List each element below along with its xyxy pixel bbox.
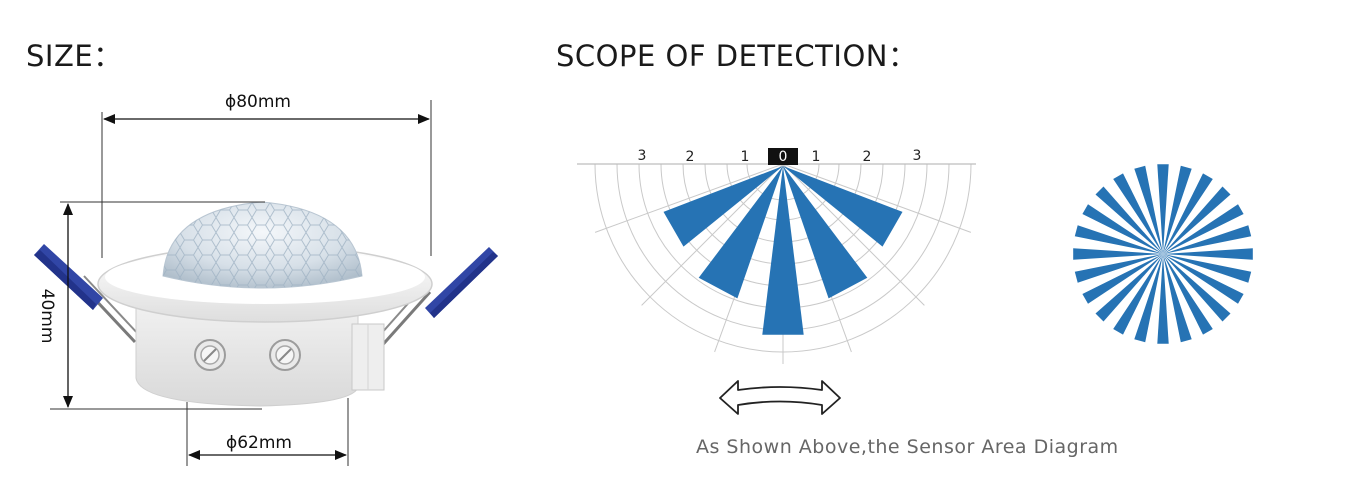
scale-label-right-1: 1 (812, 149, 821, 165)
top-view-beam (1082, 254, 1163, 304)
top-view-beam (1163, 186, 1231, 254)
height-dimension: 40mm (37, 201, 265, 410)
scale-label-left-1: 1 (741, 149, 750, 165)
detection-beam (698, 166, 783, 299)
bottom-diameter-label: ϕ62mm (226, 433, 292, 453)
top-view-beam (1163, 248, 1253, 260)
detection-beam (762, 166, 804, 335)
scale-label-center: 0 (779, 149, 788, 165)
time-adjust-knob (194, 339, 226, 371)
top-view-beam (1163, 165, 1192, 254)
top-diameter-label: ϕ80mm (225, 92, 291, 112)
top-view-beam (1163, 254, 1192, 343)
top-view-beam (1082, 204, 1163, 254)
top-view-beam (1074, 225, 1163, 254)
top-diameter-dimension: ϕ80mm (101, 92, 432, 258)
top-view-beam (1074, 254, 1163, 283)
scale-label-right-3: 3 (913, 148, 922, 164)
top-view-beam (1163, 254, 1244, 304)
top-view-detection-pattern (1073, 164, 1253, 344)
scope-heading: SCOPE OF DETECTION： (556, 39, 918, 73)
scale-label-left-3: 3 (638, 148, 647, 164)
height-label: 40mm (37, 289, 57, 344)
scale-label-right-2: 2 (863, 149, 872, 165)
top-view-beam (1163, 254, 1213, 335)
detection-beam (663, 166, 783, 247)
rotate-double-arrow (719, 380, 841, 415)
top-view-beam (1134, 165, 1163, 254)
top-view-beam (1163, 173, 1213, 254)
top-view-beam (1073, 248, 1163, 260)
top-view-beam (1134, 254, 1163, 343)
sensor-body (135, 299, 359, 407)
top-view-beam (1113, 254, 1163, 335)
scale-label-left-2: 2 (686, 149, 695, 165)
top-view-beam (1157, 254, 1169, 344)
detection-beams (663, 166, 903, 335)
top-view-beam (1113, 173, 1163, 254)
top-view-beam (1163, 254, 1252, 283)
lux-adjust-knob (269, 339, 301, 371)
top-view-beam (1163, 225, 1252, 254)
sensor-product-illustration (34, 201, 498, 407)
top-view-beam (1157, 164, 1169, 254)
bottom-diameter-dimension: ϕ62mm (186, 398, 349, 466)
range-radial-line (782, 163, 925, 306)
side-view-detection-diagram: 0 3 2 1 1 2 3 (577, 148, 976, 364)
sensor-area-caption: As Shown Above,the Sensor Area Diagram (696, 436, 1119, 458)
range-radial-line (782, 163, 972, 233)
range-radial-line (641, 163, 784, 306)
range-radial-line (594, 163, 784, 233)
top-view-beam (1095, 254, 1163, 322)
size-heading: SIZE： (26, 39, 123, 73)
top-view-beam (1163, 254, 1231, 322)
center-marker (768, 148, 798, 165)
detection-beam (783, 166, 903, 247)
top-view-beam (1163, 204, 1244, 254)
top-view-beam (1095, 186, 1163, 254)
detection-beam (783, 166, 868, 299)
